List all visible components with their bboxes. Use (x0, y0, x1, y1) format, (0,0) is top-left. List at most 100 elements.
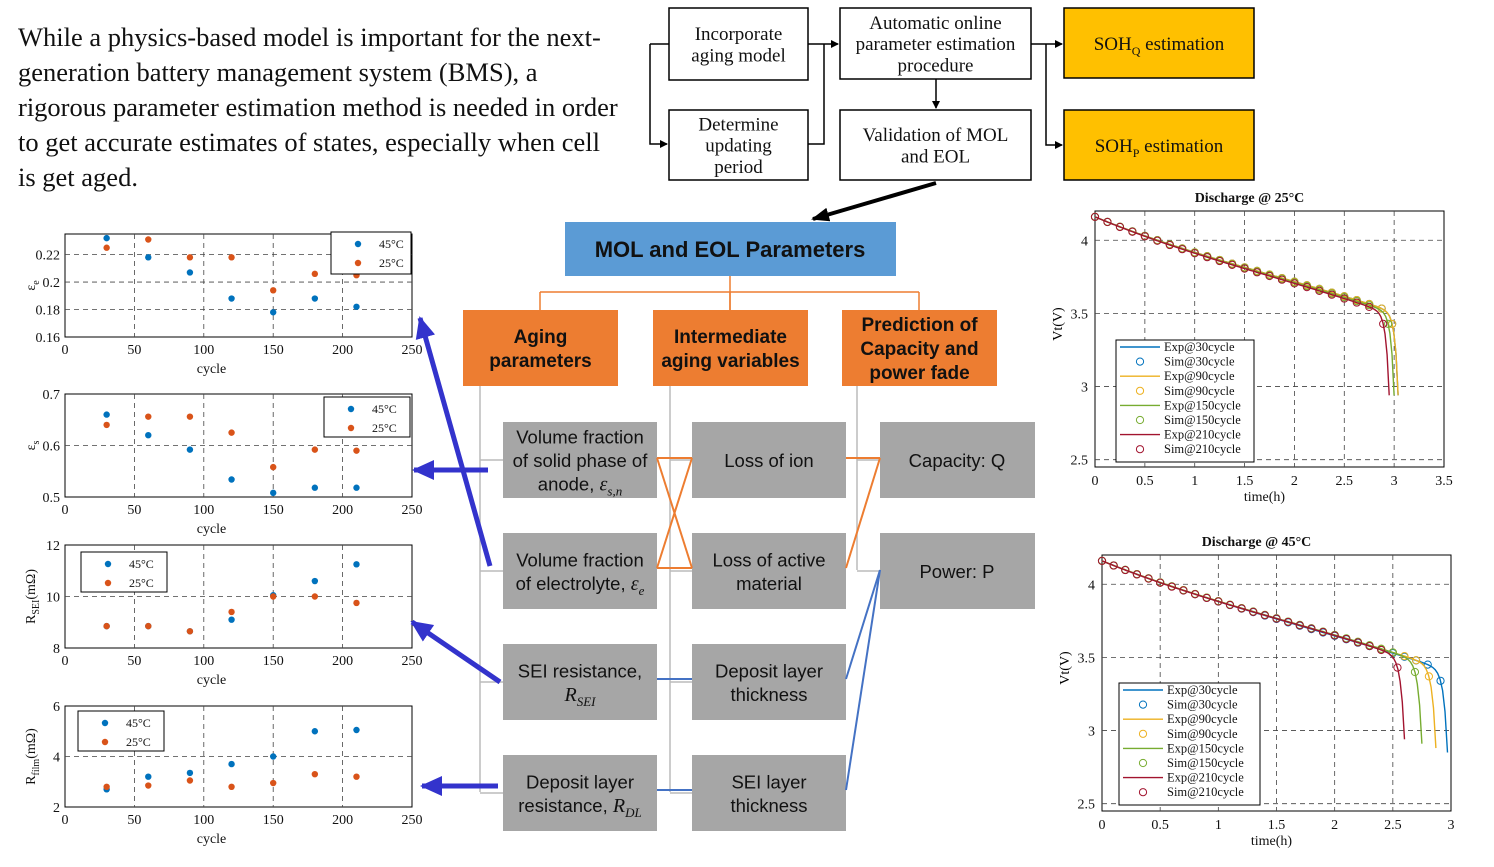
point-25c (311, 446, 319, 453)
connector (845, 569, 881, 680)
point-25c (228, 783, 235, 790)
y-tick-label: 6 (53, 700, 60, 715)
legend-label-45c: 45°C (372, 402, 397, 416)
automatic-box (839, 7, 1032, 80)
sim-marker (1295, 621, 1304, 630)
x-tick-label: 100 (193, 343, 214, 358)
y-tick-label: 8 (53, 642, 60, 657)
x-tick-label: 50 (127, 503, 141, 518)
sim-marker (1284, 617, 1293, 627)
y-axis-label: Rfilm(mΩ) (24, 728, 42, 785)
y-tick-label: 0.7 (43, 388, 61, 403)
sim-marker (1252, 268, 1262, 277)
x-tick-label: 100 (193, 813, 214, 828)
chart-title: Discharge @ 25°C (1195, 191, 1305, 206)
x-tick-label: 0.5 (1136, 474, 1154, 489)
legend-marker (1138, 788, 1148, 797)
y-tick-label: 4 (1081, 234, 1088, 249)
sim-marker (1103, 217, 1112, 227)
sim-marker (1203, 253, 1212, 262)
x-axis-label: time(h) (1244, 490, 1286, 505)
point-25c (186, 254, 194, 261)
legend-marker (1138, 729, 1148, 738)
incorporate-box-text: aging model (691, 45, 785, 66)
legend-box (80, 551, 168, 593)
point-25c (103, 244, 110, 251)
point-45c (311, 728, 319, 735)
point-45c (103, 234, 110, 242)
x-tick-label: 2 (1291, 474, 1298, 489)
intermediate-text: Loss of active (712, 549, 825, 570)
y-tick-label: 0.22 (36, 249, 61, 264)
x-tick-label: 250 (402, 813, 423, 828)
sim-marker (1165, 240, 1174, 250)
aging-param-box (503, 644, 657, 720)
x-axis-label: cycle (197, 832, 227, 847)
legend-label-45c: 45°C (129, 557, 154, 571)
point-45c (270, 753, 277, 760)
y-tick-label: 3 (1081, 381, 1088, 396)
point-25c (353, 773, 360, 780)
point-25c (228, 254, 235, 261)
intermediate-box (692, 644, 846, 720)
x-axis-label: cycle (197, 362, 227, 377)
connector (656, 457, 693, 569)
x-tick-label: 0 (1092, 474, 1099, 489)
sim-marker (1424, 672, 1433, 681)
legend-label-25c: 25°C (129, 576, 154, 590)
sim-marker (1353, 638, 1363, 647)
prediction-text: Power: P (919, 561, 994, 582)
soh-p-box (1063, 109, 1255, 181)
point-45c (145, 254, 152, 261)
blue-arrow (415, 316, 493, 567)
parameter-tree: MOL and EOL ParametersAgingparametersInt… (463, 222, 1035, 831)
sim-marker (1190, 249, 1199, 258)
sim-marker (1097, 556, 1107, 565)
point-45c (145, 432, 152, 439)
blue-arrows (410, 316, 502, 796)
determine-box-text: updating (705, 136, 772, 157)
y-tick-label: 0.6 (43, 440, 61, 455)
header-text: Capacity and (860, 339, 978, 360)
point-25c (228, 429, 235, 436)
point-25c (103, 622, 110, 630)
header-text: aging variables (661, 351, 799, 372)
connector (845, 457, 881, 569)
aging-param-text: of electrolyte, εe (516, 573, 645, 598)
aging-param-text: Volume fraction (516, 427, 644, 448)
y-tick-label: 3 (1088, 725, 1095, 740)
legend-label-25c: 25°C (372, 421, 397, 435)
sim-marker (1140, 232, 1149, 241)
header-text: Intermediate (674, 327, 787, 348)
x-tick-label: 1 (1191, 474, 1198, 489)
legend-label: Sim@210cycle (1167, 785, 1244, 799)
point-25c (145, 622, 152, 630)
sim-marker (1121, 565, 1130, 575)
point-45c (228, 616, 235, 623)
sim-marker (1307, 624, 1316, 633)
sim-marker (1240, 264, 1249, 273)
point-45c (311, 577, 319, 585)
y-tick-label: 0.16 (36, 331, 61, 346)
aging-param-box (503, 422, 657, 498)
x-tick-label: 0 (62, 343, 69, 358)
x-axis-label: cycle (197, 673, 227, 688)
legend-box (1115, 339, 1255, 463)
point-45c (186, 446, 194, 453)
x-axis-label: cycle (197, 522, 227, 537)
sim-marker (1365, 641, 1374, 651)
legend-label: Exp@210cycle (1167, 771, 1244, 785)
point-45c (353, 726, 360, 734)
sim-marker (1365, 302, 1374, 311)
point-45c (311, 484, 319, 491)
x-tick-label: 0 (1099, 818, 1106, 833)
legend-marker-45c (104, 560, 112, 568)
point-45c (228, 476, 235, 483)
legend-marker-45c (354, 240, 362, 248)
legend-marker (1138, 700, 1148, 709)
legend-label: Sim@150cycle (1164, 413, 1241, 427)
header-box (463, 310, 618, 386)
legend-label: Exp@90cycle (1167, 712, 1238, 726)
